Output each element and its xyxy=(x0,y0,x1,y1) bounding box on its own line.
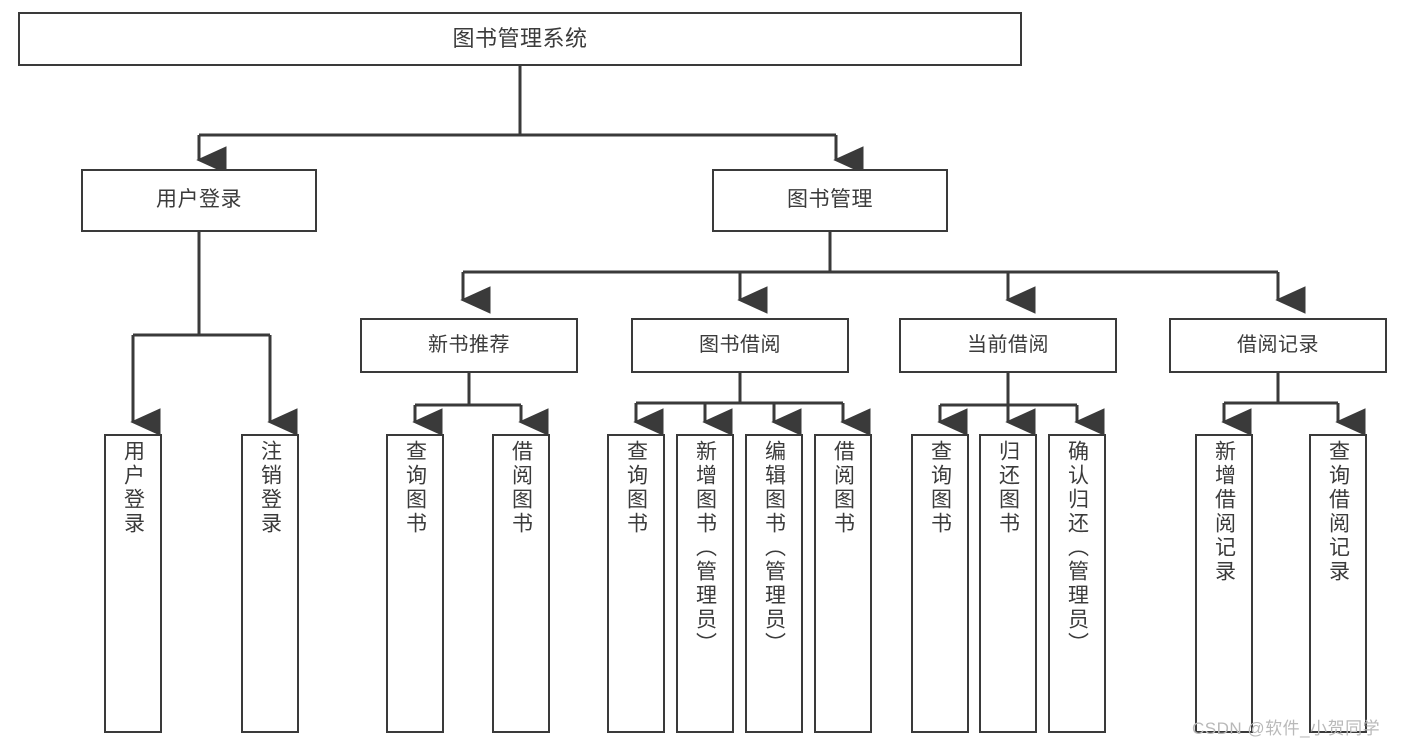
node-current-borrow[interactable]: 当前借阅 xyxy=(899,318,1117,373)
node-root[interactable]: 图书管理系统 xyxy=(18,12,1022,66)
node-label: 查询图书 xyxy=(403,440,427,536)
node-label: 查询图书 xyxy=(928,440,952,536)
node-label: 图书管理系统 xyxy=(452,26,588,52)
node-label: 借阅图书 xyxy=(831,440,855,536)
node-book-management[interactable]: 图书管理 xyxy=(712,169,948,232)
node-label: 查询图书 xyxy=(624,440,648,536)
leaf-borrow-book-2[interactable]: 借阅图书 xyxy=(814,434,872,733)
node-label: 编辑图书（管理员） xyxy=(762,440,786,656)
node-label: 注销登录 xyxy=(258,440,282,536)
leaf-add-book[interactable]: 新增图书（管理员） xyxy=(676,434,734,733)
node-label: 新增图书（管理员） xyxy=(693,440,717,656)
leaf-add-record[interactable]: 新增借阅记录 xyxy=(1195,434,1253,733)
node-label: 查询借阅记录 xyxy=(1326,440,1350,584)
leaf-return-book[interactable]: 归还图书 xyxy=(979,434,1037,733)
node-user-login[interactable]: 用户登录 xyxy=(81,169,317,232)
leaf-query-record[interactable]: 查询借阅记录 xyxy=(1309,434,1367,733)
leaf-query-book-3[interactable]: 查询图书 xyxy=(911,434,969,733)
node-label: 当前借阅 xyxy=(967,334,1049,356)
node-label: 新增借阅记录 xyxy=(1212,440,1236,584)
node-new-book-recommend[interactable]: 新书推荐 xyxy=(360,318,578,373)
leaf-query-book-1[interactable]: 查询图书 xyxy=(386,434,444,733)
node-label: 新书推荐 xyxy=(428,334,510,356)
node-book-borrow[interactable]: 图书借阅 xyxy=(631,318,849,373)
leaf-borrow-book-1[interactable]: 借阅图书 xyxy=(492,434,550,733)
leaf-logout[interactable]: 注销登录 xyxy=(241,434,299,733)
leaf-user-login[interactable]: 用户登录 xyxy=(104,434,162,733)
leaf-confirm-return[interactable]: 确认归还（管理员） xyxy=(1048,434,1106,733)
leaf-edit-book[interactable]: 编辑图书（管理员） xyxy=(745,434,803,733)
node-label: 用户登录 xyxy=(156,188,242,212)
node-label: 借阅记录 xyxy=(1237,334,1319,356)
node-label: 用户登录 xyxy=(121,440,145,536)
node-label: 图书管理 xyxy=(787,188,873,212)
node-label: 归还图书 xyxy=(996,440,1020,536)
node-label: 确认归还（管理员） xyxy=(1065,440,1089,656)
leaf-query-book-2[interactable]: 查询图书 xyxy=(607,434,665,733)
node-label: 借阅图书 xyxy=(509,440,533,536)
node-borrow-record[interactable]: 借阅记录 xyxy=(1169,318,1387,373)
csdn-watermark: CSDN @软件_小贺同学 xyxy=(1192,719,1381,738)
node-label: 图书借阅 xyxy=(699,334,781,356)
